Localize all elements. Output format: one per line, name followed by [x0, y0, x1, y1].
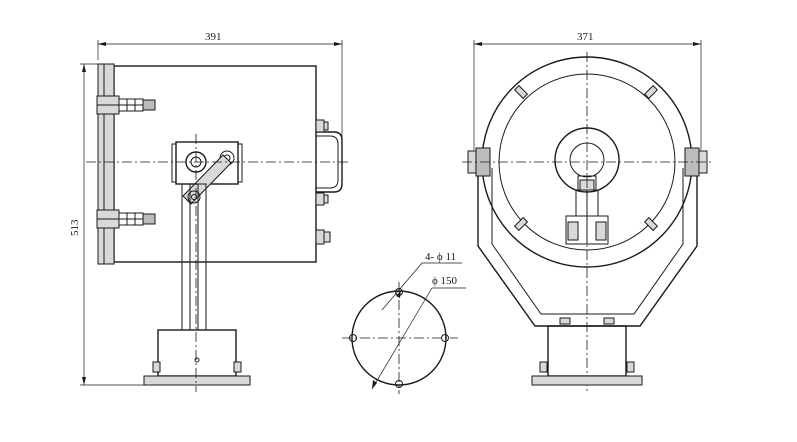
ring-clamps	[513, 84, 659, 232]
flange-hole-left	[349, 334, 357, 342]
front-pedestal	[531, 325, 643, 386]
support-post	[181, 183, 207, 331]
front-width-dimension: 371	[473, 31, 702, 150]
circle-callout: ϕ 150	[432, 275, 458, 287]
hole-callout: 4- ϕ 11	[425, 251, 456, 263]
flange-hole-bottom	[395, 380, 403, 388]
side-view: 391 513	[69, 31, 350, 392]
lower-clamp	[96, 209, 156, 229]
front-width-label: 371	[577, 31, 594, 43]
pedestal	[143, 329, 251, 386]
front-bezel	[97, 63, 115, 265]
rear-bolts	[315, 119, 331, 245]
flange-hole-right	[441, 334, 449, 342]
side-height-dimension: 513	[69, 63, 150, 386]
side-height-label: 513	[69, 219, 81, 236]
upper-clamp	[96, 95, 156, 115]
side-width-label: 391	[205, 31, 222, 43]
tilt-arm	[182, 154, 232, 205]
flange-detail: 4- ϕ 11 ϕ 150	[342, 251, 466, 394]
front-view: 371	[462, 31, 712, 392]
side-width-dimension: 391	[97, 31, 343, 140]
